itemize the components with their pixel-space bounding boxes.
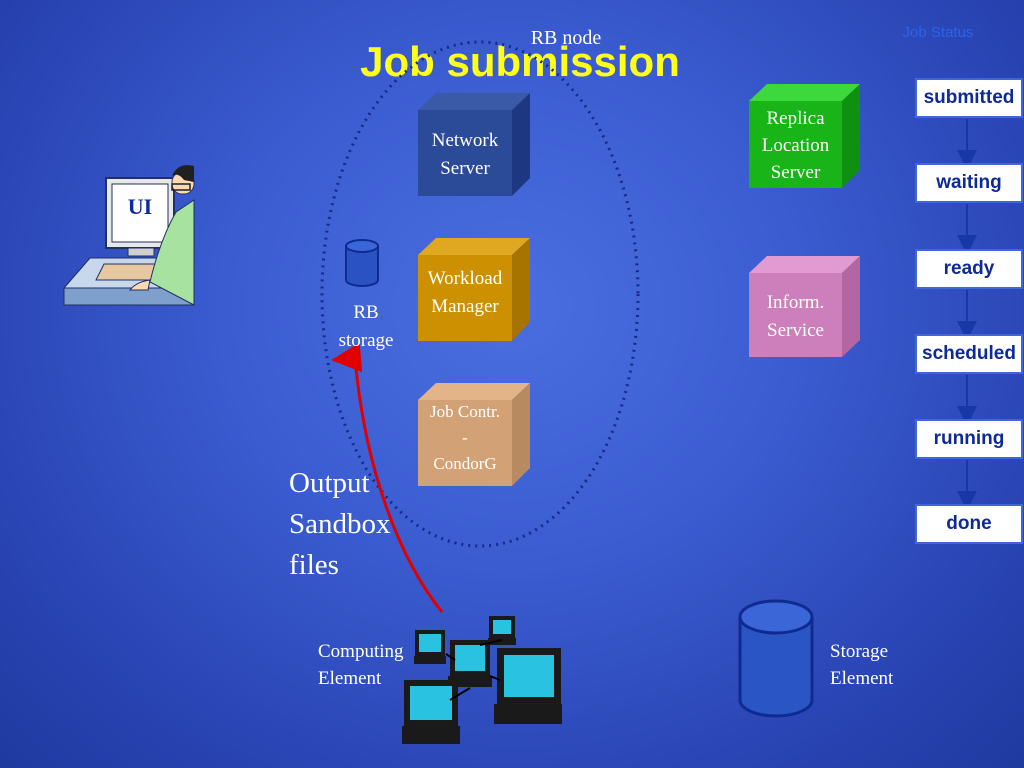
workload-manager-label: Workload Manager bbox=[416, 265, 514, 321]
computing-element-label: Computing Element bbox=[318, 638, 428, 692]
rb-storage-line-2: storage bbox=[338, 330, 394, 351]
replica-line-3: Server bbox=[770, 162, 821, 183]
job-controller-label: Job Contr. - CondorG bbox=[416, 399, 514, 477]
job-controller-line-2: - bbox=[462, 428, 468, 447]
inform-line-1: Inform. bbox=[766, 292, 825, 313]
network-server-line-2: Server bbox=[440, 158, 490, 179]
storage-element-cylinder bbox=[738, 599, 814, 718]
job-status-label: Job Status bbox=[902, 24, 974, 41]
information-service-label: Inform. Service bbox=[749, 289, 842, 345]
rb-node-label: RB node bbox=[530, 27, 602, 49]
replica-location-server-label: Replica Location Server bbox=[749, 105, 842, 186]
status-submitted: submitted bbox=[915, 78, 1023, 118]
replica-line-1: Replica bbox=[766, 108, 825, 129]
computing-line-1: Computing bbox=[318, 641, 404, 662]
inform-line-2: Service bbox=[767, 320, 824, 341]
workload-manager-line-2: Manager bbox=[431, 296, 499, 317]
job-controller-box bbox=[418, 383, 530, 486]
job-controller-line-1: Job Contr. bbox=[430, 402, 500, 421]
job-controller-line-3: CondorG bbox=[433, 454, 497, 473]
network-server-label: Network Server bbox=[418, 127, 512, 183]
status-scheduled: scheduled bbox=[915, 334, 1023, 374]
status-running: running bbox=[915, 419, 1023, 459]
computing-element-clipart bbox=[402, 616, 562, 744]
workload-manager-box bbox=[418, 238, 530, 341]
network-server-line-1: Network bbox=[431, 130, 499, 151]
replica-line-2: Location bbox=[761, 135, 830, 156]
workload-manager-line-1: Workload bbox=[427, 268, 503, 289]
rb-storage-label: RB storage bbox=[326, 299, 406, 355]
ui-label: UI bbox=[127, 194, 153, 219]
rb-storage-cylinder bbox=[345, 239, 379, 287]
information-service-box bbox=[749, 256, 860, 357]
ui-workstation-clipart bbox=[62, 165, 195, 306]
rb-storage-line-1: RB bbox=[353, 302, 379, 323]
rb-node-boundary bbox=[320, 40, 640, 548]
output-sandbox-arrow bbox=[331, 342, 444, 613]
output-line-2: Sandbox bbox=[289, 508, 391, 540]
storage-line-2: Element bbox=[830, 668, 894, 689]
output-line-1: Output bbox=[289, 467, 370, 499]
status-waiting: waiting bbox=[915, 163, 1023, 203]
network-server-box bbox=[418, 93, 530, 196]
output-line-3: files bbox=[289, 549, 339, 581]
status-ready: ready bbox=[915, 249, 1023, 289]
slide-title: Job submission bbox=[360, 38, 680, 85]
computing-line-2: Element bbox=[318, 668, 382, 689]
storage-element-label: Storage Element bbox=[830, 638, 930, 692]
storage-line-1: Storage bbox=[830, 641, 889, 662]
replica-location-server-box bbox=[749, 84, 860, 188]
status-done: done bbox=[915, 504, 1023, 544]
output-sandbox-label: Output Sandbox files bbox=[289, 463, 429, 586]
